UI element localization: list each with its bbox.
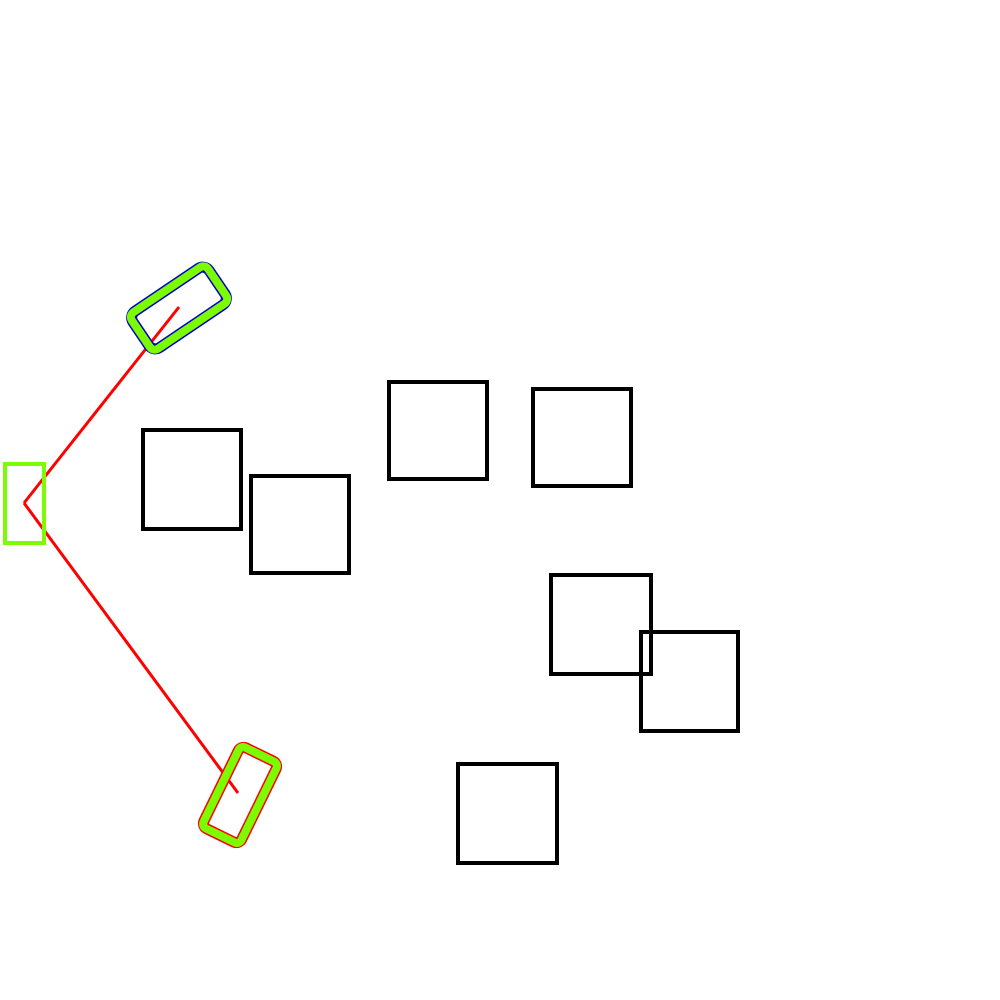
obstacle-square (387, 380, 489, 481)
links (22, 306, 240, 794)
upper-marker-body (126, 262, 232, 354)
obstacle-square (549, 573, 653, 676)
lower-marker (197, 741, 283, 849)
hub-marker (3, 462, 46, 545)
obstacle-square (639, 630, 740, 733)
obstacle-square (249, 474, 351, 575)
obstacles (141, 380, 740, 865)
link-line-upper (22, 306, 181, 504)
obstacle-square (456, 762, 559, 865)
lower-marker-body (199, 743, 281, 847)
obstacle-square (141, 428, 243, 531)
upper-marker (126, 261, 232, 355)
link-line-lower (22, 502, 240, 794)
obstacle-square (531, 387, 633, 488)
